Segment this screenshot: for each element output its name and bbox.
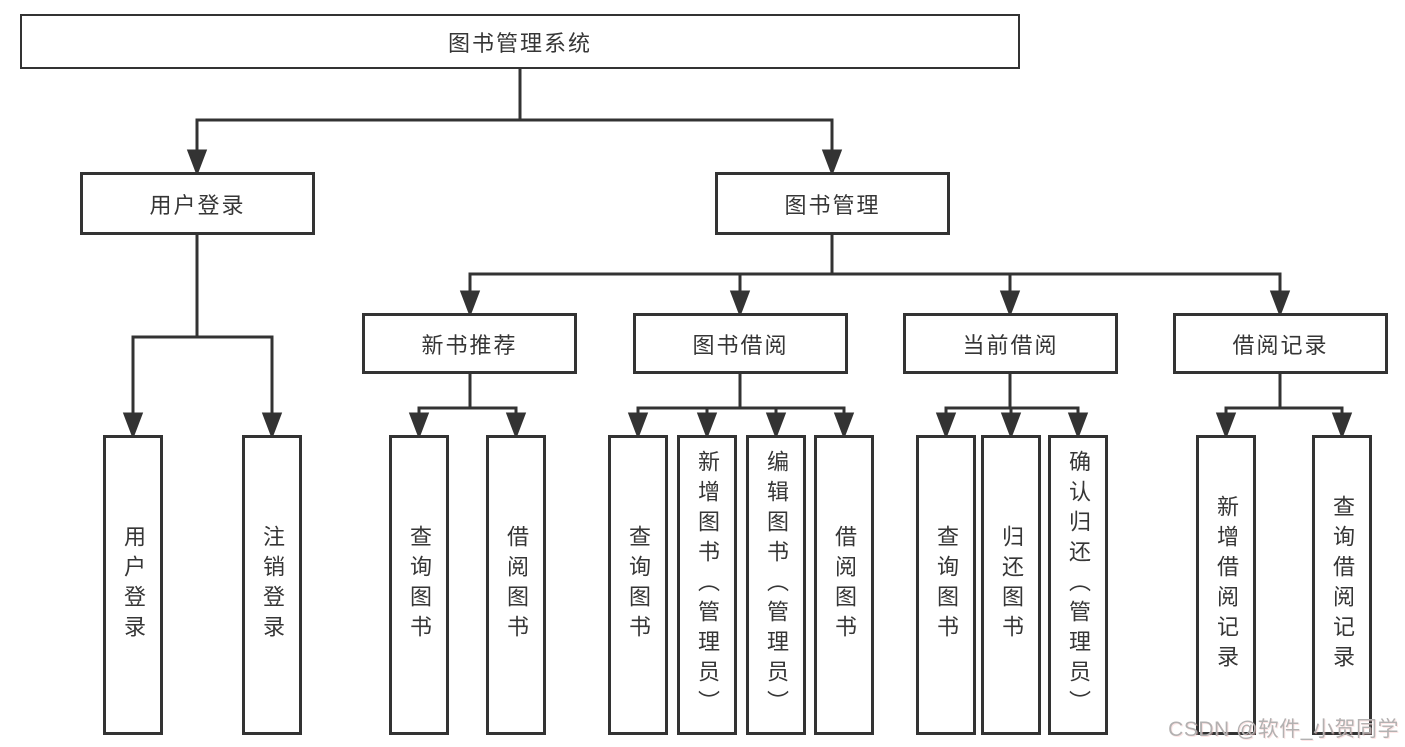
node-new-book-recommend: 新书推荐 bbox=[362, 313, 577, 374]
leaf-add-borrow-record: 新增借阅记录 bbox=[1196, 435, 1256, 735]
leaf-query-books-borrowing-label: 查询图书 bbox=[626, 525, 651, 645]
leaf-query-books-current-label: 查询图书 bbox=[934, 525, 959, 645]
leaf-user-login: 用户登录 bbox=[103, 435, 163, 735]
node-book-borrowing: 图书借阅 bbox=[633, 313, 848, 374]
leaf-borrow-books-recommend: 借阅图书 bbox=[486, 435, 546, 735]
leaf-add-book-admin: 新增图书（管理员） bbox=[677, 435, 737, 735]
leaf-query-borrow-record-label: 查询借阅记录 bbox=[1330, 495, 1355, 675]
leaf-return-book-label: 归还图书 bbox=[999, 525, 1024, 645]
leaf-add-book-admin-label: 新增图书（管理员） bbox=[695, 450, 720, 720]
leaf-query-books-recommend: 查询图书 bbox=[389, 435, 449, 735]
leaf-logout: 注销登录 bbox=[242, 435, 302, 735]
leaf-add-borrow-record-label: 新增借阅记录 bbox=[1214, 495, 1239, 675]
leaf-borrow-books-2: 借阅图书 bbox=[814, 435, 874, 735]
leaf-edit-book-admin: 编辑图书（管理员） bbox=[746, 435, 806, 735]
leaf-query-books-recommend-label: 查询图书 bbox=[407, 525, 432, 645]
leaf-query-books-borrowing: 查询图书 bbox=[608, 435, 668, 735]
node-book-management: 图书管理 bbox=[715, 172, 950, 235]
leaf-confirm-return-admin: 确认归还（管理员） bbox=[1048, 435, 1108, 735]
node-borrowing-records: 借阅记录 bbox=[1173, 313, 1388, 374]
leaf-query-borrow-record: 查询借阅记录 bbox=[1312, 435, 1372, 735]
leaf-user-login-label: 用户登录 bbox=[121, 525, 146, 645]
leaf-return-book: 归还图书 bbox=[981, 435, 1041, 735]
leaf-query-books-current: 查询图书 bbox=[916, 435, 976, 735]
node-library-management-system: 图书管理系统 bbox=[20, 14, 1020, 69]
leaf-logout-label: 注销登录 bbox=[260, 525, 285, 645]
leaf-borrow-books-2-label: 借阅图书 bbox=[832, 525, 857, 645]
leaf-confirm-return-admin-label: 确认归还（管理员） bbox=[1066, 450, 1091, 720]
leaf-borrow-books-recommend-label: 借阅图书 bbox=[504, 525, 529, 645]
csdn-watermark: CSDN @软件_小贺同学 bbox=[1168, 718, 1399, 741]
leaf-edit-book-admin-label: 编辑图书（管理员） bbox=[764, 450, 789, 720]
node-current-borrowing: 当前借阅 bbox=[903, 313, 1118, 374]
node-user-login: 用户登录 bbox=[80, 172, 315, 235]
